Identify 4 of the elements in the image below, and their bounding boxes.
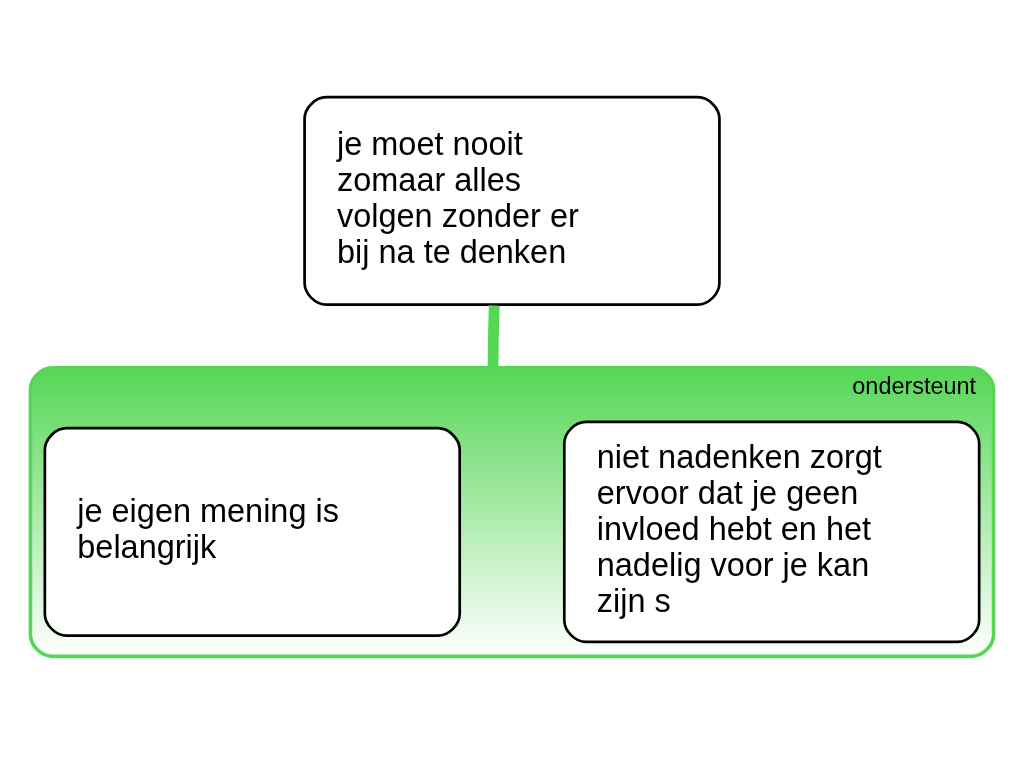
node-box: je eigen mening is belangrijk [43, 426, 462, 637]
node-box: je moet nooit zomaar alles volgen zonder er bij na te denken [303, 95, 721, 306]
node-box: niet nadenken zorgt ervoor dat je geen invloed hebt en het nadelig voor je kan zijn s [562, 420, 981, 644]
connector [487, 305, 500, 368]
